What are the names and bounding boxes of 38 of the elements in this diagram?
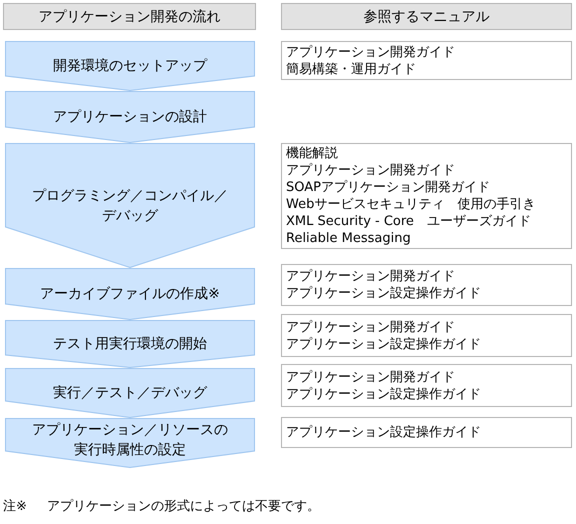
step-label: 実行／テスト／デバッグ (53, 384, 207, 403)
manual-title: アプリケーション開発ガイド (286, 162, 455, 179)
column-header: 参照するマニュアル (281, 3, 572, 30)
manual-title: アプリケーション設定操作ガイド (286, 386, 481, 402)
manual-title: アプリケーション設定操作ガイド (286, 285, 481, 302)
manual-box (281, 364, 572, 407)
manual-title: 機能解説 (286, 145, 338, 162)
manual-box (281, 264, 572, 306)
note-mark: 注※ (3, 498, 27, 515)
step-label: アプリケーションの設計 (53, 108, 207, 127)
manual-title: Reliable Messaging (286, 230, 411, 247)
process-step (5, 91, 255, 143)
step-label: 開発環境のセットアップ (53, 57, 207, 76)
footnote-text: アプリケーションの形式によっては不要です。 (47, 498, 320, 515)
manual-box (281, 314, 572, 357)
manual-title: アプリケーション設定操作ガイド (286, 424, 481, 441)
process-step (5, 418, 255, 468)
manual-title: アプリケーション開発ガイド (286, 318, 455, 336)
manual-title: SOAPアプリケーション開発ガイド (286, 179, 490, 196)
step-label: プログラミング／コンパイル／デバッグ (31, 186, 229, 226)
step-label: アプリケーション／リソースの実行時属性の設定 (31, 421, 229, 460)
manual-box (281, 143, 572, 249)
manual-title: アプリケーション開発ガイド (286, 268, 455, 285)
step-label: テスト用実行環境の開始 (53, 335, 207, 354)
step-label: アーカイブファイルの作成※ (40, 285, 220, 304)
manual-title: 簡易構築・運用ガイド (286, 60, 416, 78)
process-step (5, 368, 255, 418)
process-step (5, 268, 255, 320)
manual-title: アプリケーション開発ガイド (286, 368, 455, 386)
column-header: アプリケーション開発の流れ (3, 3, 256, 30)
manual-title: アプリケーション設定操作ガイド (286, 336, 481, 352)
manual-title: Webサービスセキュリティ 使用の手引き (286, 196, 536, 213)
manual-box (281, 417, 572, 448)
manual-box (281, 41, 572, 80)
manual-title: XML Security - Core ユーザーズガイド (286, 213, 531, 230)
manual-title: アプリケーション開発ガイド (286, 44, 455, 60)
process-step (5, 320, 255, 368)
process-step (5, 41, 255, 91)
